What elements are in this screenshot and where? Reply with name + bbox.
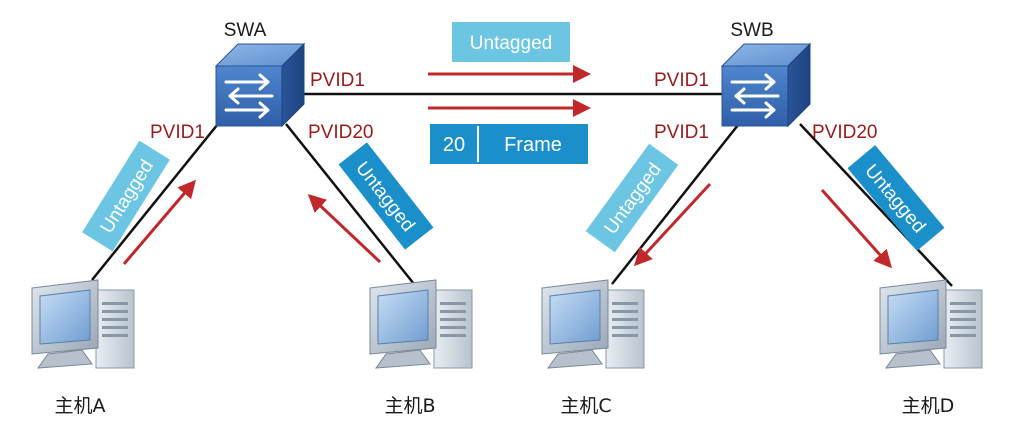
links <box>91 92 953 287</box>
untagged-badge <box>82 140 170 252</box>
host-label: 主机C <box>560 395 611 417</box>
tagged-frame: 20 Frame <box>430 124 588 164</box>
trunk-tag: Untagged <box>452 22 570 62</box>
frame-vlan-id: 20 <box>443 134 465 156</box>
port-label-swa-trunk: PVID1 <box>310 70 365 91</box>
port-label-swb-host-c: PVID1 <box>654 122 709 143</box>
untagged-text: Untagged <box>470 33 552 54</box>
host-c: 主机C <box>541 279 645 417</box>
frame-box <box>430 124 588 164</box>
host-label: 主机D <box>902 395 955 417</box>
desktop-computer-icon <box>31 279 135 369</box>
untagged-badge <box>338 142 434 250</box>
port-label-swb-trunk: PVID1 <box>654 70 709 91</box>
port-label-swb-host-d: PVID20 <box>812 122 877 143</box>
link-swb-host-d <box>799 123 953 287</box>
port-labels: PVID1 PVID1 PVID20 PVID1 PVID1 PVID20 <box>150 70 877 143</box>
access-tag-b: Untagged <box>338 142 434 250</box>
network-switch-icon <box>720 42 812 128</box>
switch-label: SWB <box>730 20 773 41</box>
flow-arrow-icon <box>820 188 893 269</box>
access-tag-a: Untagged <box>82 140 170 252</box>
untagged-badge <box>585 143 679 253</box>
link-swb-host-c <box>611 119 743 285</box>
flow-arrow-icon <box>122 179 196 265</box>
host-label: 主机A <box>55 395 106 417</box>
untagged-badge <box>847 145 945 251</box>
switch-label: SWA <box>224 20 267 41</box>
desktop-computer-icon <box>369 279 473 369</box>
flow-arrow-icon <box>633 182 712 267</box>
host-d: 主机D <box>879 279 983 417</box>
flow-arrow-icon <box>307 193 382 264</box>
access-tag-c: Untagged <box>585 143 679 253</box>
untagged-badge <box>452 22 570 62</box>
port-label-swa-host-a: PVID1 <box>150 122 205 143</box>
network-switch-icon <box>214 42 306 128</box>
host-label: 主机B <box>384 395 435 417</box>
switch-swb: SWB <box>720 20 812 128</box>
host-a: 主机A <box>31 279 135 417</box>
host-b: 主机B <box>369 279 473 417</box>
flow-arrows <box>122 65 893 269</box>
desktop-computer-icon <box>879 279 983 369</box>
link-swa-host-a <box>91 113 227 281</box>
desktop-computer-icon <box>541 279 645 369</box>
port-label-swa-host-b: PVID20 <box>308 122 373 143</box>
switch-swa: SWA <box>214 20 306 128</box>
frame-label: Frame <box>504 134 562 156</box>
link-swa-host-b <box>285 123 415 285</box>
